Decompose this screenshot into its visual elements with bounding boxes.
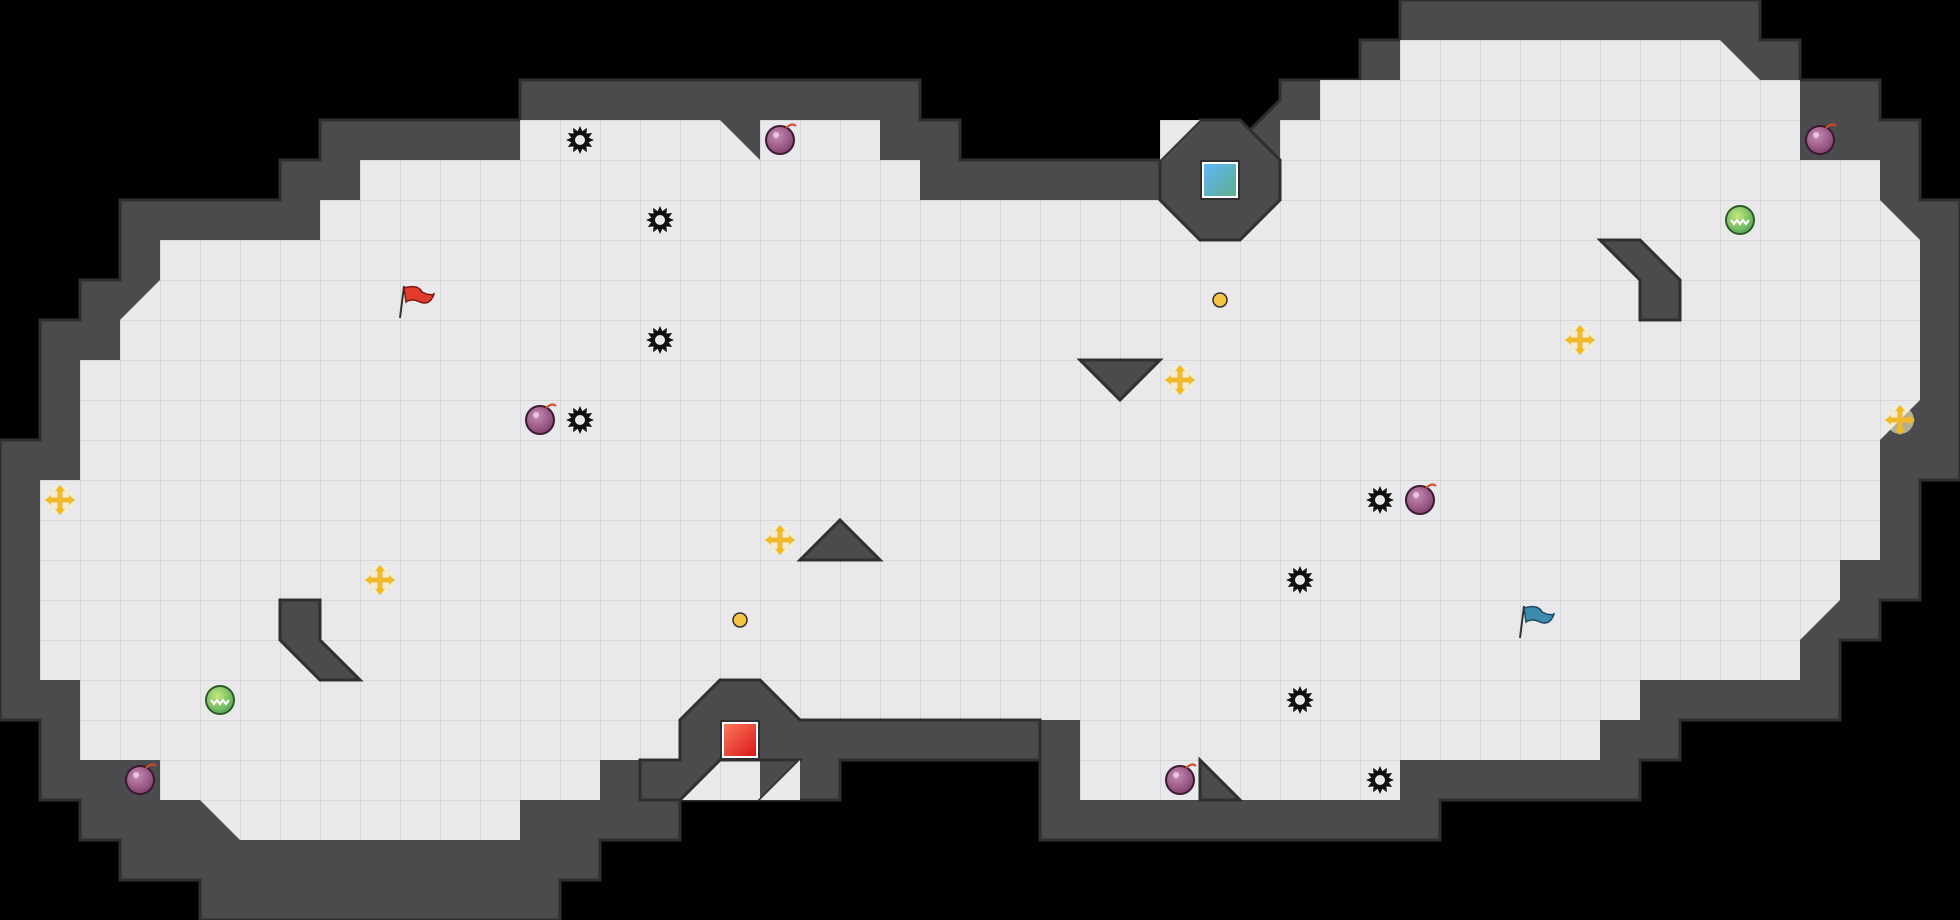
- center-bottom-diag: [1198, 756, 1244, 802]
- spike-icon: [646, 206, 674, 234]
- boosts-layer: [45, 325, 1915, 595]
- bomb-icon: [1805, 123, 1837, 155]
- spike-icon: [1286, 686, 1314, 714]
- spike-icon: [566, 126, 594, 154]
- boost-icon: [1565, 325, 1595, 355]
- obstacle-right-block: [1596, 238, 1682, 322]
- spikes-layer: [566, 126, 1394, 794]
- bomb-icon: [1405, 483, 1437, 515]
- arena-floor: [40, 40, 1920, 840]
- boost-icon: [365, 565, 395, 595]
- blue-endzone-icon: [1200, 160, 1240, 200]
- bomb-icon: [765, 123, 797, 155]
- spike-icon: [1366, 486, 1394, 514]
- juke-juice-icon: [205, 685, 235, 715]
- spike-icon: [566, 406, 594, 434]
- bomb-icon: [125, 763, 157, 795]
- powerups-layer: [205, 205, 1755, 715]
- obstacle-left-block: [278, 598, 364, 682]
- juke-juice-icon: [1725, 205, 1755, 235]
- spike-icon: [1286, 566, 1314, 594]
- blue-endzone-corner: [1160, 120, 1200, 160]
- blue-flag-icon: [1519, 605, 1556, 639]
- bomb-icon: [525, 403, 557, 435]
- bombs-layer: [125, 123, 1837, 795]
- boost-icon: [765, 525, 795, 555]
- red-endzone-corner: [760, 760, 800, 800]
- spike-icon: [1366, 766, 1394, 794]
- boost-icon: [45, 485, 75, 515]
- button-icon: [1212, 292, 1228, 308]
- boost-icon: [1165, 365, 1195, 395]
- red-flag-icon: [399, 285, 436, 319]
- button-icon: [732, 612, 748, 628]
- boost-icon: [1885, 405, 1915, 435]
- red-endzone-icon: [720, 720, 760, 760]
- spike-icon: [646, 326, 674, 354]
- bomb-icon: [1165, 763, 1197, 795]
- obstacle-triangle-down: [1076, 358, 1164, 403]
- buttons-layer: [732, 292, 1228, 628]
- obstacle-triangle-up: [796, 517, 884, 562]
